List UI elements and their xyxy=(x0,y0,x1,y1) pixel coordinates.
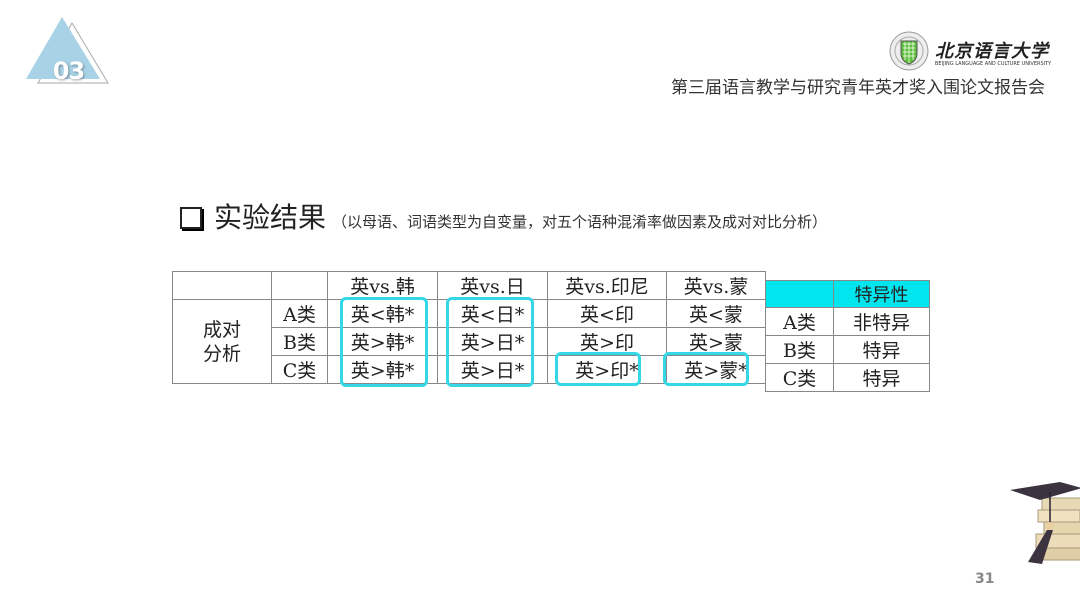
triangle-icon xyxy=(26,17,109,84)
section-subtitle: （以母语、词语类型为自变量，对五个语种混淆率做因素及成对对比分析） xyxy=(332,213,828,231)
checkbox-bullet-icon xyxy=(180,207,202,229)
row-label: B类 xyxy=(765,335,834,364)
table-row: A类 非特异 xyxy=(765,307,930,336)
section-heading: 实验结果 （以母语、词语类型为自变量，对五个语种混淆率做因素及成对对比分析） xyxy=(180,196,827,236)
row-label: C类 xyxy=(271,355,328,384)
section-badge: 03 xyxy=(20,15,110,85)
university-name: 北京语言大学 xyxy=(935,41,1049,62)
header-cell: 英vs.日 xyxy=(437,271,548,300)
header-cell: 英vs.蒙 xyxy=(666,271,766,300)
university-name-en: BEIJING LANGUAGE AND CULTURE UNIVERSITY xyxy=(935,61,1052,67)
table-header-row: 特异性 xyxy=(765,280,930,308)
page-number: 31 xyxy=(975,571,995,587)
header-cell: 英vs.印尼 xyxy=(547,271,667,300)
table-cell: 特异 xyxy=(833,363,930,392)
row-label: C类 xyxy=(765,363,834,392)
university-logo: 北京语言大学 BEIJING LANGUAGE AND CULTURE UNIV… xyxy=(889,31,1052,73)
header-cell xyxy=(765,280,834,308)
conference-title: 第三届语言教学与研究青年英才奖入围论文报告会 xyxy=(671,78,1045,98)
table-cell: 英>印 xyxy=(547,327,667,356)
university-seal-icon xyxy=(889,31,929,71)
table-row: B类 英>韩* 英>日* 英>印 英>蒙 xyxy=(173,327,766,356)
table-cell: 英<蒙 xyxy=(666,299,766,328)
table-row: C类 英>韩* 英>日* 英>印* 英>蒙* xyxy=(173,355,766,384)
table-cell: 英<日* xyxy=(437,299,548,328)
table-cell: 英<印 xyxy=(547,299,667,328)
row-group-label: 成对分析 xyxy=(172,299,272,384)
section-number: 03 xyxy=(52,57,85,85)
table-cell: 非特异 xyxy=(833,307,930,336)
table-cell: 英>韩* xyxy=(327,355,438,384)
table-cell: 英<韩* xyxy=(327,299,438,328)
header-cell: 英vs.韩 xyxy=(327,271,438,300)
row-label: A类 xyxy=(271,299,328,328)
graduation-cap-books-icon xyxy=(1010,482,1080,564)
table-header-row: 英vs.韩 英vs.日 英vs.印尼 英vs.蒙 xyxy=(172,271,766,300)
header-cell: 特异性 xyxy=(833,280,930,308)
specificity-table: 特异性 A类 非特异 B类 特异 C类 特异 xyxy=(765,280,930,392)
table-cell: 英>蒙* xyxy=(666,355,766,384)
table-cell: 英>日* xyxy=(437,327,548,356)
comparison-table: 英vs.韩 英vs.日 英vs.印尼 英vs.蒙 成对分析 A类 英<韩* 英<… xyxy=(172,271,766,384)
row-label: A类 xyxy=(765,307,834,336)
header-cell xyxy=(271,271,328,300)
table-cell: 英>印* xyxy=(547,355,667,384)
header-cell xyxy=(172,271,272,300)
table-row: B类 特异 xyxy=(765,335,930,364)
table-row: 成对分析 A类 英<韩* 英<日* 英<印 英<蒙 xyxy=(172,299,766,384)
table-cell: 特异 xyxy=(833,335,930,364)
section-title: 实验结果 xyxy=(214,201,327,234)
row-label: B类 xyxy=(271,327,328,356)
table-cell: 英>蒙 xyxy=(666,327,766,356)
table-cell: 英>韩* xyxy=(327,327,438,356)
table-cell: 英>日* xyxy=(437,355,548,384)
table-row: C类 特异 xyxy=(765,363,930,392)
